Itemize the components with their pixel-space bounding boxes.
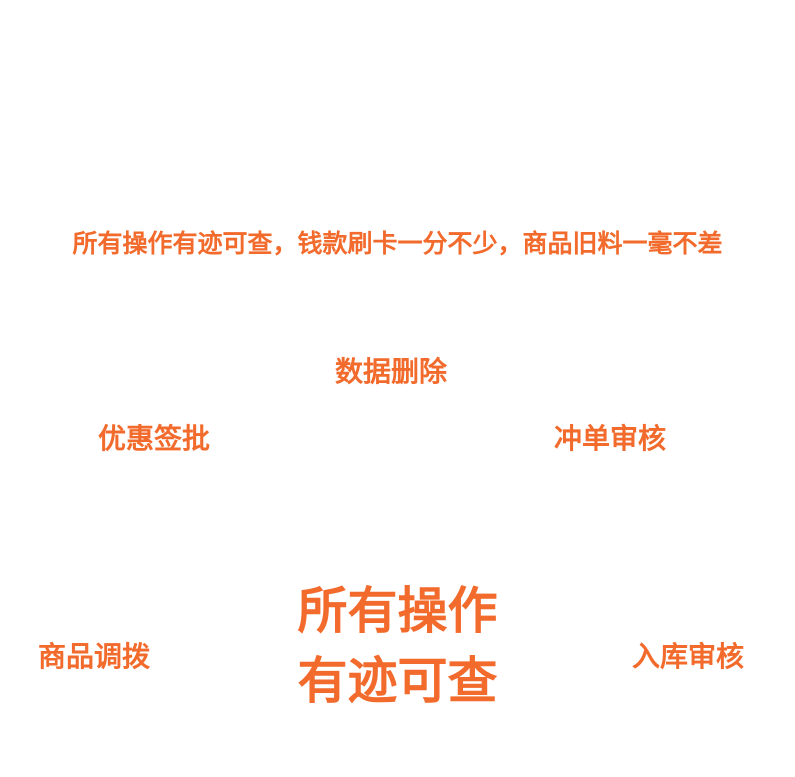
label-discount-approve: 优惠签批 — [98, 422, 211, 455]
label-inbound-audit: 入库审核 — [632, 640, 745, 673]
label-goods-transfer: 商品调拨 — [38, 640, 151, 673]
center-title-line-1: 所有操作 — [297, 582, 498, 640]
label-reverse-audit: 冲单审核 — [554, 422, 667, 455]
center-title: 所有操作 有迹可查 — [0, 576, 795, 716]
label-data-delete: 数据删除 — [335, 355, 448, 388]
center-title-line-2: 有迹可查 — [297, 652, 498, 710]
headline-text: 所有操作有迹可查，钱款刷卡一分不少，商品旧料一毫不差 — [72, 229, 723, 258]
